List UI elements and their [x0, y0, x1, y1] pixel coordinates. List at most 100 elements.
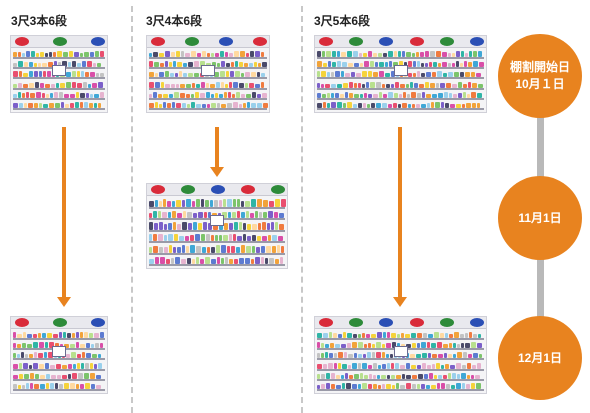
shelf-product [265, 257, 268, 264]
shelf-brand-logo [409, 318, 424, 327]
shelf-product [62, 374, 67, 379]
shelf-product [237, 235, 242, 241]
shelf-product [358, 342, 363, 349]
shelf-product [467, 93, 470, 98]
shelf-product [33, 342, 38, 349]
shelf-product [33, 362, 38, 369]
shelf-product [84, 101, 88, 108]
shelf-product [321, 373, 325, 379]
shelf-product [453, 93, 457, 98]
shelf-product [376, 352, 381, 359]
shelf-product [230, 71, 234, 78]
shelf-product [440, 82, 445, 88]
shelf-product [84, 332, 88, 339]
shelf-product [188, 73, 193, 78]
shelf-brand-logo [15, 318, 29, 327]
shelf-product [428, 334, 433, 339]
shelf-product [94, 93, 99, 98]
shelf-product [477, 102, 480, 108]
shelf-product [163, 101, 166, 108]
shelf-product [187, 103, 190, 108]
shelf-product [255, 210, 258, 218]
shelf-product [58, 62, 61, 68]
shelf-product [368, 343, 371, 349]
shelf-row [13, 49, 105, 60]
shelf-product [80, 53, 83, 58]
shelf-product [438, 354, 443, 359]
shelf-product [460, 63, 463, 68]
shelf-brand-logo [53, 318, 67, 327]
shelf-product [247, 101, 250, 108]
shelf-product [201, 199, 204, 207]
shelf-product [17, 334, 22, 339]
shelf-product [42, 92, 45, 98]
shelf-product [197, 53, 201, 58]
shelf-product [257, 235, 261, 241]
shelf-product [82, 61, 86, 68]
shelf-product [354, 353, 357, 359]
shelf-product [239, 257, 244, 264]
shelf-product [325, 352, 328, 359]
shelf-product [262, 62, 267, 68]
shelf-product [159, 72, 164, 78]
shelf-product [80, 332, 83, 339]
shelf-product [29, 71, 33, 78]
shelf-product [471, 342, 476, 349]
shelf-product [250, 212, 254, 218]
shelf-product [377, 332, 382, 339]
shelf-product [382, 383, 385, 389]
column-title-3x5: 3尺5本6段 [314, 14, 371, 28]
shelf-product [347, 101, 352, 108]
shelf-product [210, 200, 213, 207]
shelf-product [431, 384, 436, 389]
shelf-product [23, 332, 26, 339]
shelf-product [370, 61, 374, 68]
shelf-product [27, 334, 32, 339]
shelf-product [275, 222, 278, 230]
shelf-product [400, 384, 405, 389]
shelf-product [317, 102, 322, 108]
shelf-product [241, 93, 245, 98]
shelf-product [402, 102, 407, 108]
shelf-product [155, 73, 158, 78]
shelf-product [351, 72, 355, 78]
shelf-product [227, 199, 232, 207]
shelf-product [452, 83, 457, 88]
shelf-product [411, 364, 416, 369]
shelf-product [62, 61, 67, 68]
shelf-product [245, 72, 250, 78]
shelf-product [440, 333, 444, 339]
shelf-row [317, 330, 484, 341]
shelf-product [81, 71, 84, 78]
shelf-product [366, 334, 370, 339]
shelf-product [431, 343, 436, 349]
shelf-product [382, 102, 387, 108]
shelf-product [420, 52, 424, 58]
shelf-product [76, 342, 79, 349]
shelf-product [331, 72, 334, 78]
shelf-product [457, 373, 460, 379]
shelf-product [29, 62, 33, 68]
shelf-product [421, 342, 426, 349]
shelf-product [368, 383, 372, 389]
shelf-product [13, 343, 16, 349]
shelf-product [275, 199, 280, 207]
shelf-product [72, 71, 76, 78]
shelf-product [24, 373, 29, 379]
shelf-product [463, 83, 467, 88]
shelf-product [354, 373, 359, 379]
shelf-product [68, 363, 72, 369]
shelf-brand-logo [181, 185, 195, 194]
shelf-product [31, 51, 35, 58]
shelf-product [413, 73, 416, 78]
shelf-product [19, 71, 22, 78]
shelf-product [445, 333, 448, 339]
shelf-product [456, 51, 460, 58]
shelf-product [373, 362, 377, 369]
shelf-product [387, 374, 390, 379]
shelf-product [329, 353, 333, 359]
shelf-product [231, 246, 235, 253]
shelf-product [326, 372, 330, 379]
shelf-product [373, 72, 378, 78]
shelf-product [343, 332, 346, 339]
